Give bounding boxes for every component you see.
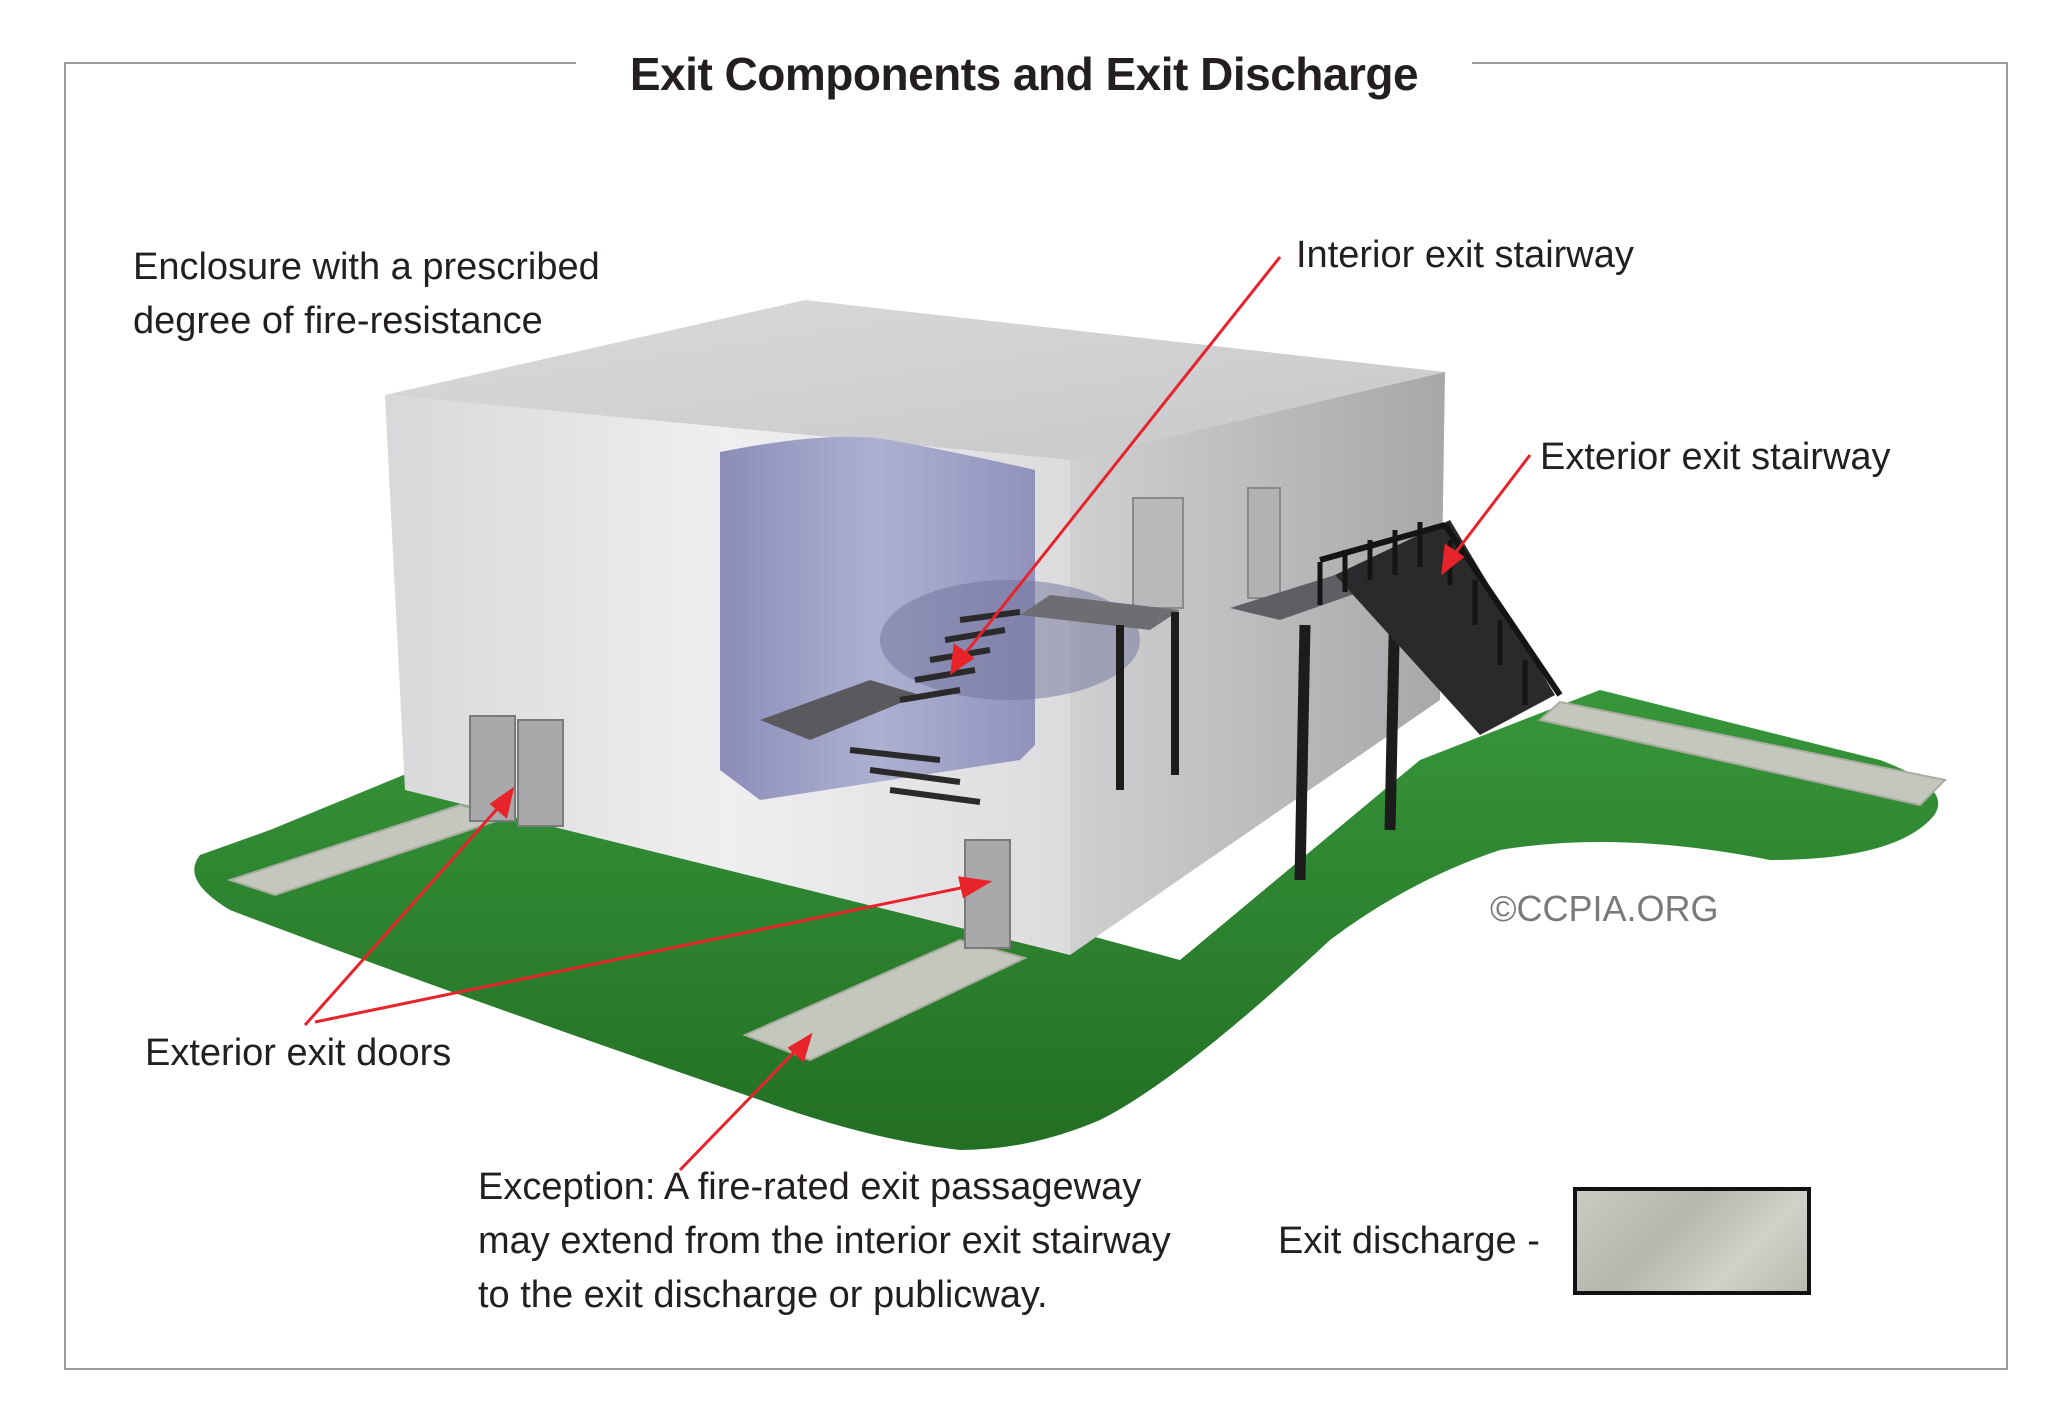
exterior-exit-door-front [964, 839, 1011, 949]
interior-door-upper [1132, 497, 1184, 609]
label-exception-line1: Exception: A fire-rated exit passageway [478, 1166, 1142, 1208]
legend-swatch-exit-discharge [1573, 1187, 1811, 1295]
walkway-right [1537, 700, 1948, 807]
interior-landing-lower [760, 680, 920, 740]
copyright-text: ©CCPIA.ORG [1490, 888, 1719, 929]
label-interior-stairway: Interior exit stairway [1296, 234, 1634, 276]
exterior-stair-rail [1442, 523, 1563, 697]
label-exception-line2: may extend from the interior exit stairw… [478, 1220, 1171, 1262]
exterior-exit-door-right [517, 719, 564, 827]
label-exterior-doors: Exterior exit doors [145, 1032, 452, 1074]
legend-label: Exit discharge - [1278, 1220, 1540, 1262]
diagram-title: Exit Components and Exit Discharge [576, 44, 1472, 104]
grass-ground [194, 690, 1939, 1150]
exterior-stair-rail [1319, 522, 1446, 563]
label-enclosure-line1: Enclosure with a prescribed [133, 246, 600, 288]
label-enclosure-line2: degree of fire-resistance [133, 300, 543, 342]
interior-stair-treads [849, 609, 1021, 805]
label-exterior-stairway: Exterior exit stairway [1540, 436, 1891, 478]
building-roof [385, 300, 1445, 460]
exterior-upper-door [1247, 487, 1281, 599]
walkway-bottom [742, 938, 1028, 1062]
label-exception-line3: to the exit discharge or publicway. [478, 1274, 1048, 1316]
exterior-stair-flight [1335, 520, 1555, 735]
leader-arrows [303, 256, 1532, 1172]
interior-landing-upper [1020, 595, 1180, 630]
